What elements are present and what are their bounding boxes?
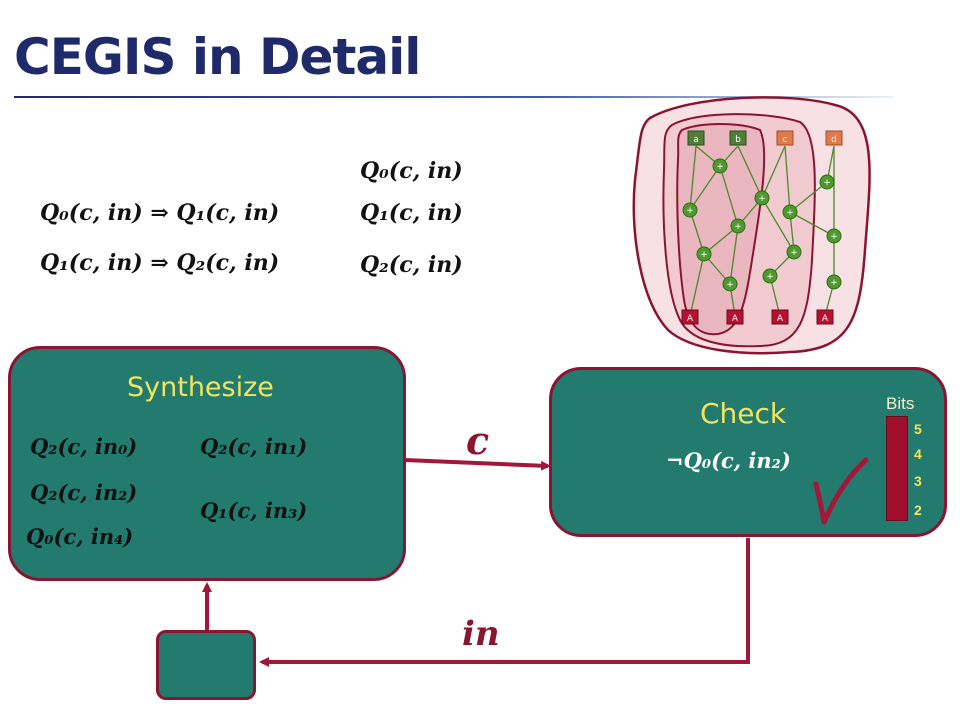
op-node [696, 246, 712, 262]
op-symbol: + [786, 208, 794, 218]
op-symbol: + [726, 280, 734, 290]
op-node [826, 274, 842, 290]
input-node-d [825, 130, 843, 146]
region-outer [632, 96, 871, 355]
input-label-d: d [831, 135, 837, 145]
synth-constraint-3: 𝑸₁(𝒄, 𝒊𝒏₃) [200, 498, 308, 523]
synthesize-title: Synthesize [127, 372, 274, 403]
output-node [726, 309, 744, 325]
output-node [681, 309, 699, 325]
edge-label-in: 𝒊𝒏 [462, 614, 500, 654]
bit-value-5: 5 [914, 421, 922, 437]
synthesize-box [8, 346, 406, 581]
query-q0: 𝑸₀(𝒄, 𝒊𝒏) [360, 158, 463, 184]
input-node-c [776, 130, 794, 146]
bit-value-3: 3 [914, 473, 922, 489]
output-node [771, 309, 789, 325]
op-node [786, 244, 802, 260]
op-symbol: + [766, 272, 774, 282]
implication-1: 𝑸₀(𝒄, 𝒊𝒏) ⇒ 𝑸₁(𝒄, 𝒊𝒏) [40, 200, 280, 226]
op-symbol: + [830, 278, 838, 288]
bit-value-2: 2 [914, 502, 922, 518]
check-box [549, 367, 947, 537]
check-title: Check [700, 397, 787, 430]
input-node-b [729, 130, 747, 146]
op-symbol: + [830, 232, 838, 242]
graph-outputs: A A A A [681, 309, 834, 325]
graph-inputs: a b c d [687, 130, 843, 146]
op-node [754, 190, 770, 206]
op-symbol: + [734, 222, 742, 232]
query-q2: 𝑸₂(𝒄, 𝒊𝒏) [360, 252, 463, 278]
bits-bar [886, 416, 908, 521]
arrow-feedback [259, 538, 750, 667]
output-label: A [822, 314, 829, 324]
op-symbol: + [686, 206, 694, 216]
output-label: A [732, 314, 739, 324]
input-node-a [687, 130, 705, 146]
op-node [826, 228, 842, 244]
slide-title: CEGIS in Detail [14, 28, 421, 86]
arrow-to-check [404, 458, 551, 471]
op-node [762, 268, 778, 284]
op-node [722, 276, 738, 292]
op-node [782, 204, 798, 220]
op-node [682, 202, 698, 218]
check-formula: ¬𝑸₀(𝒄, 𝒊𝒏₂) [666, 448, 791, 473]
edge-label-c: 𝒄 [466, 418, 490, 463]
output-node [816, 309, 834, 325]
op-symbol: + [790, 248, 798, 258]
output-label: A [687, 314, 694, 324]
output-label: A [777, 314, 784, 324]
graph-op-nodes [682, 158, 842, 292]
op-node [819, 174, 835, 190]
region-inner [676, 123, 766, 336]
synth-constraint-1: 𝑸₂(𝒄, 𝒊𝒏₁) [200, 434, 308, 459]
implication-2: 𝑸₁(𝒄, 𝒊𝒏) ⇒ 𝑸₂(𝒄, 𝒊𝒏) [40, 250, 280, 276]
title-underline [14, 96, 894, 98]
input-label-a: a [693, 135, 699, 145]
op-symbol: + [823, 178, 831, 188]
op-symbol: + [700, 250, 708, 260]
counterexample-box [156, 630, 256, 700]
synth-constraint-0: 𝑸₂(𝒄, 𝒊𝒏₀) [30, 434, 138, 459]
bits-label: Bits [886, 394, 915, 413]
synth-constraint-4: 𝑸₀(𝒄, 𝒊𝒏₄) [26, 524, 134, 549]
op-symbols: + + + + + + + + + + + + [686, 162, 838, 290]
op-node [730, 218, 746, 234]
query-q1: 𝑸₁(𝒄, 𝒊𝒏) [360, 200, 463, 226]
input-label-c: c [783, 135, 788, 145]
bit-value-4: 4 [914, 446, 922, 462]
op-symbol: + [758, 194, 766, 204]
op-node [712, 158, 728, 174]
op-symbol: + [716, 162, 724, 172]
input-label-b: b [735, 135, 741, 145]
synth-constraint-2: 𝑸₂(𝒄, 𝒊𝒏₂) [30, 480, 138, 505]
